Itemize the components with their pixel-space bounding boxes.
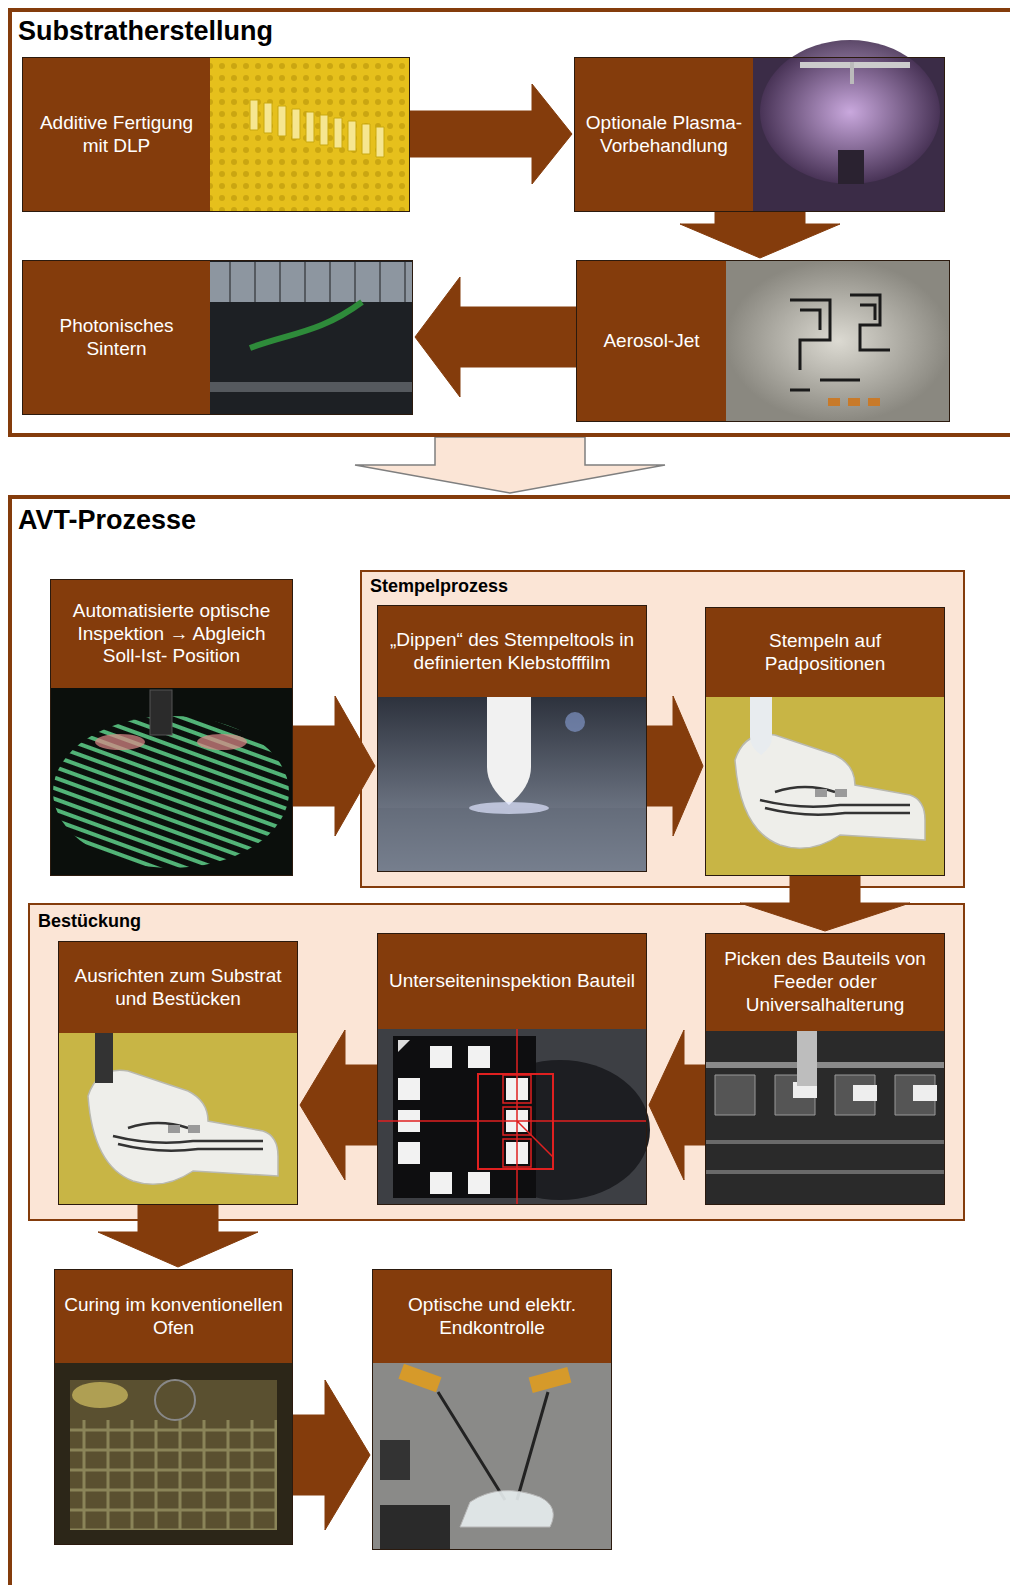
flow-arrow bbox=[293, 1380, 370, 1530]
step-label: Ausrichten zum Substrat und Bestücken bbox=[59, 942, 297, 1033]
oven-interior bbox=[70, 1380, 277, 1530]
process-step: „Dippen“ des Stempeltools in definierten… bbox=[377, 605, 647, 872]
process-step: Aerosol-Jet bbox=[576, 260, 950, 422]
printed-circuit bbox=[790, 295, 890, 390]
step-label: Stempeln auf Padpositionen bbox=[706, 608, 944, 697]
step-label: Additive Fertigung mit DLP bbox=[23, 58, 210, 211]
sample bbox=[838, 150, 864, 184]
probe-arm bbox=[380, 1440, 410, 1480]
pick-nozzle bbox=[797, 1031, 817, 1086]
process-step: Optische und elektr. Endkontrolle bbox=[372, 1269, 612, 1550]
photo-dlp bbox=[210, 57, 410, 212]
group-title: Bestückung bbox=[38, 911, 141, 932]
transition-arrow bbox=[355, 437, 665, 493]
stamp-tool bbox=[487, 697, 531, 805]
photo-sintering bbox=[210, 260, 413, 415]
oven-fan bbox=[155, 1380, 195, 1420]
lamp bbox=[210, 262, 413, 302]
pad-reflection bbox=[197, 734, 247, 750]
adhesive-film bbox=[377, 808, 647, 872]
camera-view bbox=[53, 716, 289, 868]
step-label: „Dippen“ des Stempeltools in definierten… bbox=[378, 606, 646, 697]
flow-arrow bbox=[680, 212, 840, 258]
process-step: Ausrichten zum Substrat und Bestücken bbox=[58, 941, 298, 1205]
pin1-mark bbox=[398, 1040, 410, 1052]
photo-placing bbox=[58, 1033, 298, 1205]
group-fill bbox=[360, 570, 965, 888]
inspection-window bbox=[478, 1074, 553, 1169]
group-fill bbox=[28, 903, 965, 1221]
sample-strand bbox=[250, 302, 362, 348]
flow-arrow bbox=[293, 696, 375, 836]
build-plate bbox=[210, 57, 410, 212]
process-step: Picken des Bauteils von Feeder oder Univ… bbox=[705, 933, 945, 1205]
group-box: BestückungAusrichten zum Substrat und Be… bbox=[28, 903, 965, 1221]
flow-arrow bbox=[410, 84, 572, 184]
step-label: Optionale Plasma- Vorbehandlung bbox=[575, 58, 753, 211]
step-label: Curing im konventionellen Ofen bbox=[55, 1270, 292, 1363]
photo-dipping bbox=[377, 697, 647, 872]
probe-holder bbox=[398, 1364, 441, 1393]
group-title: Stempelprozess bbox=[370, 576, 508, 597]
photo-test bbox=[372, 1363, 612, 1550]
flow-arrow bbox=[415, 277, 576, 397]
electrode bbox=[850, 62, 854, 84]
fixture bbox=[380, 1505, 450, 1550]
camera-nozzle bbox=[150, 690, 172, 735]
lamp-slats bbox=[230, 262, 405, 302]
test-part bbox=[460, 1491, 553, 1527]
light-spot bbox=[565, 712, 585, 732]
placement-nozzle bbox=[95, 1033, 113, 1083]
process-step: Optionale Plasma- Vorbehandlung bbox=[574, 57, 945, 212]
step-label: Unterseiteninspektion Bauteil bbox=[378, 934, 646, 1029]
step-label: Photonisches Sintern bbox=[23, 261, 210, 414]
photo-stamping bbox=[705, 697, 945, 876]
printed-part bbox=[88, 1070, 278, 1184]
feeder-pockets bbox=[715, 1075, 935, 1115]
panel-title: Substratherstellung bbox=[18, 16, 273, 47]
process-step: Stempeln auf Padpositionen bbox=[705, 607, 945, 876]
electrode bbox=[800, 62, 910, 68]
probe-holder bbox=[529, 1367, 572, 1393]
step-label: Automatisierte optische Inspektion → Abg… bbox=[51, 580, 292, 688]
process-step: Unterseiteninspektion Bauteil bbox=[377, 933, 647, 1205]
process-step: Additive Fertigung mit DLP bbox=[22, 57, 410, 212]
chip bbox=[393, 1036, 536, 1198]
photo-oven bbox=[54, 1363, 293, 1545]
photo-aoi bbox=[50, 688, 293, 876]
step-label: Optische und elektr. Endkontrolle bbox=[373, 1270, 611, 1363]
flow-arrow bbox=[98, 1205, 258, 1267]
oven-rack bbox=[70, 1420, 277, 1530]
photo-aerosol bbox=[726, 260, 950, 422]
oven-light bbox=[72, 1382, 128, 1408]
process-step: Automatisierte optische Inspektion → Abg… bbox=[50, 579, 293, 876]
section-panel: SubstratherstellungAdditive Fertigung mi… bbox=[8, 8, 1010, 437]
step-label: Aerosol-Jet bbox=[577, 261, 726, 421]
flow-arrow bbox=[649, 1030, 705, 1180]
feeder-rail bbox=[705, 1142, 945, 1172]
photo-picking bbox=[705, 1031, 945, 1205]
group-box: Stempelprozess „Dippen“ des Stempeltools … bbox=[360, 570, 965, 888]
pad-reflection bbox=[95, 734, 145, 750]
section-panel: AVT-ProzesseAutomatisierte optische Insp… bbox=[8, 495, 1010, 1585]
chip-pads bbox=[398, 1046, 528, 1194]
process-step: Photonisches Sintern bbox=[22, 260, 413, 415]
crosshair bbox=[377, 1029, 647, 1205]
step-label: Picken des Bauteils von Feeder oder Univ… bbox=[706, 934, 944, 1031]
stamp-tool bbox=[750, 697, 772, 755]
plasma-glow bbox=[760, 40, 940, 184]
feeder-rail bbox=[705, 1062, 945, 1068]
glow bbox=[469, 802, 549, 814]
pad-window bbox=[503, 1075, 531, 1167]
printed-pins bbox=[250, 100, 384, 157]
flow-arrow bbox=[300, 1030, 377, 1180]
panel-title: AVT-Prozesse bbox=[18, 505, 196, 536]
flow-arrow bbox=[647, 696, 703, 836]
probe-needle bbox=[438, 1392, 548, 1500]
conveyor bbox=[210, 382, 413, 392]
process-step: Curing im konventionellen Ofen bbox=[54, 1269, 293, 1545]
pad bbox=[828, 398, 880, 406]
